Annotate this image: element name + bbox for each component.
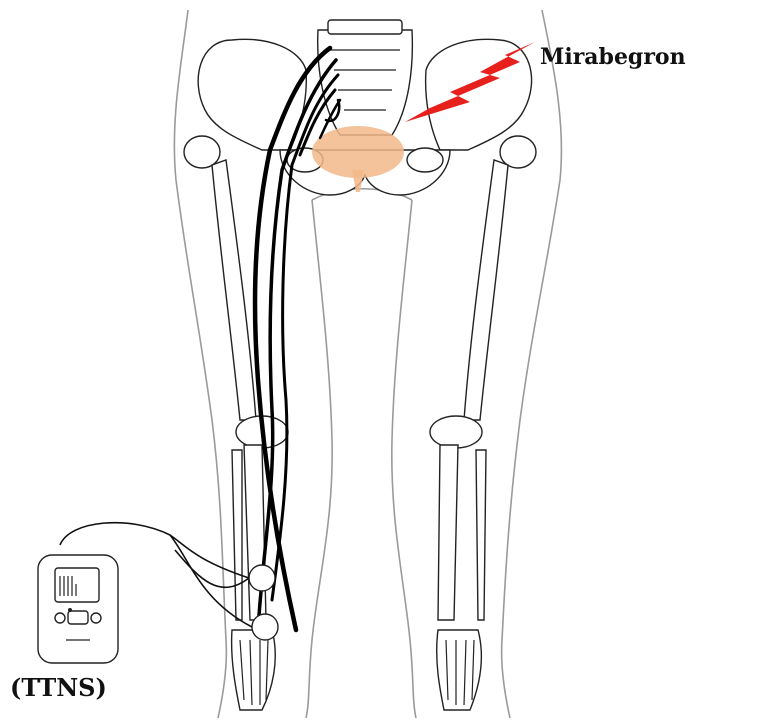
electrode-lower <box>252 614 278 640</box>
tens-stimulator-icon <box>38 555 118 663</box>
electrode-upper <box>249 565 275 591</box>
drug-label: Mirabegron <box>540 44 686 70</box>
device-label: (TTNS) <box>10 673 107 702</box>
